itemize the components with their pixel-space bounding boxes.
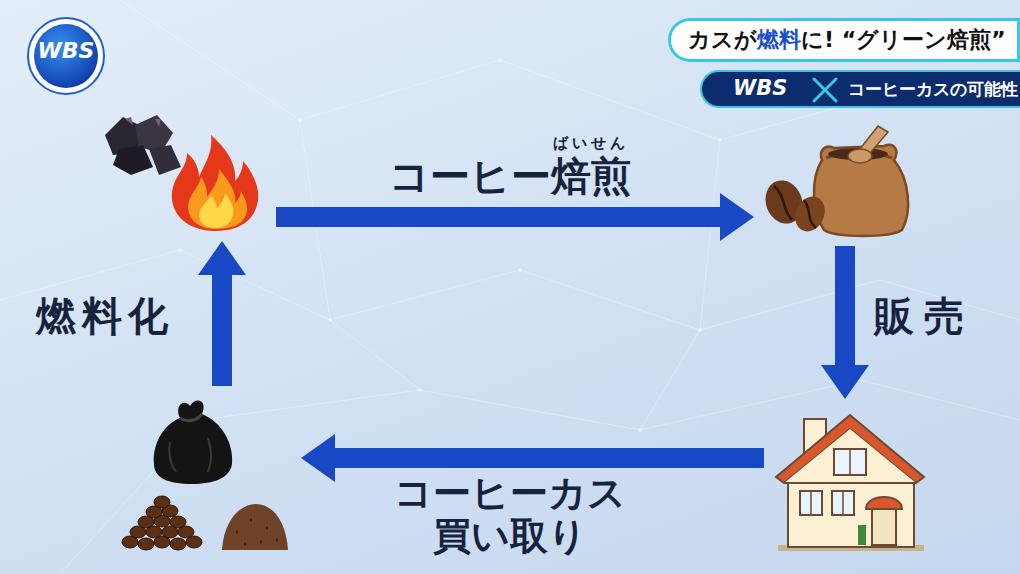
edge-label: 販売 <box>874 292 974 340</box>
edge-label: 燃料化 <box>36 292 174 340</box>
edge-label: コーヒー焙煎 <box>389 152 631 200</box>
subtitle-text: コーヒーカスの可能性 <box>848 78 1018 101</box>
icon-picture <box>760 120 915 240</box>
cross-symbol <box>810 76 840 104</box>
ruby-reading: ばいせん <box>553 134 629 153</box>
icon-picture <box>770 405 930 555</box>
headline-highlight: 燃料 <box>757 25 801 55</box>
headline-bar: カスが燃料に! “グリーン焙煎” <box>668 18 1020 62</box>
flow-arrow <box>276 193 754 241</box>
icon-node <box>760 120 915 240</box>
flow-arrow <box>821 246 869 399</box>
headline-text: に! “グリーン焙煎” <box>801 25 1006 55</box>
icon-node <box>770 405 930 555</box>
icon-node <box>110 392 295 557</box>
headline-text: カスが <box>688 25 757 55</box>
icon-picture <box>110 392 295 557</box>
program-logo: WBS <box>733 76 787 100</box>
logo-text: WBS <box>26 38 106 63</box>
flow-arrow <box>198 241 246 386</box>
edge-label: コーヒーカス 買い取り <box>379 472 641 557</box>
icon-picture <box>95 105 270 235</box>
icon-node <box>95 105 270 235</box>
